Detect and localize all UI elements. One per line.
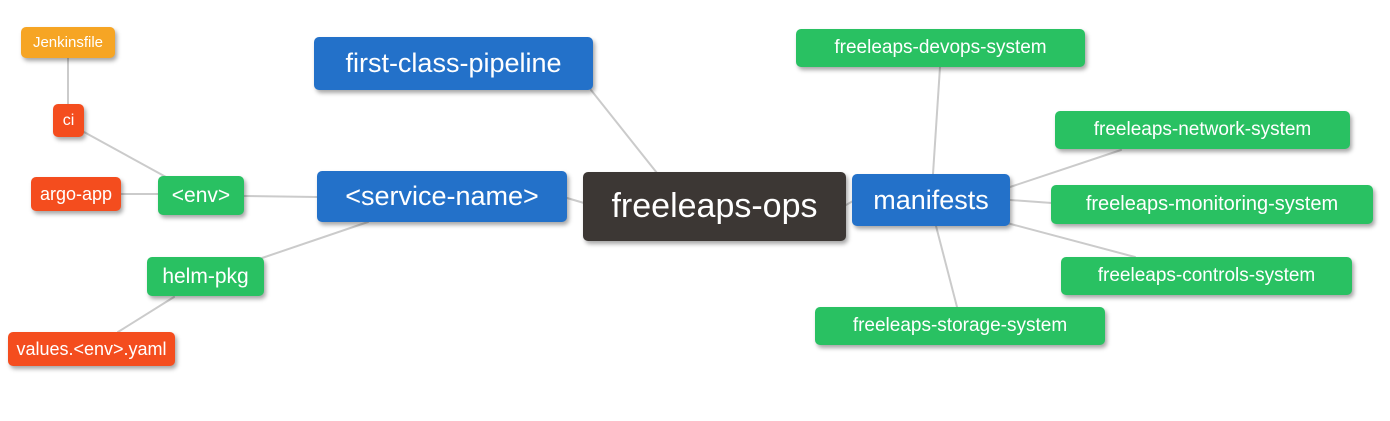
- edge-freeleaps-ops-manifests: [845, 200, 854, 206]
- node-manifests[interactable]: manifests: [852, 174, 1010, 226]
- node-freeleaps-network-system[interactable]: freeleaps-network-system: [1055, 111, 1350, 149]
- edge-manifests-controls: [1006, 222, 1136, 258]
- node-env[interactable]: <env>: [158, 176, 244, 215]
- node-argo-app[interactable]: argo-app: [31, 177, 121, 211]
- node-freeleaps-monitoring-system[interactable]: freeleaps-monitoring-system: [1051, 185, 1373, 224]
- edge-env-service-name: [243, 195, 318, 198]
- edge-manifests-monitoring: [1009, 199, 1053, 204]
- node-freeleaps-storage-system[interactable]: freeleaps-storage-system: [815, 307, 1105, 345]
- edge-ci-env: [83, 131, 167, 178]
- node-first-class-pipeline[interactable]: first-class-pipeline: [314, 37, 593, 90]
- node-service-name[interactable]: <service-name>: [317, 171, 567, 222]
- node-freeleaps-devops-system[interactable]: freeleaps-devops-system: [796, 29, 1085, 67]
- edge-service-freeleaps-ops: [566, 197, 585, 204]
- node-freeleaps-ops[interactable]: freeleaps-ops: [583, 172, 846, 241]
- edge-pipeline-freeleaps-ops: [590, 89, 658, 174]
- edge-manifests-devops: [932, 66, 941, 175]
- edge-helm-pkg-service-name: [261, 221, 369, 259]
- node-freeleaps-controls-system[interactable]: freeleaps-controls-system: [1061, 257, 1352, 295]
- node-helm-pkg[interactable]: helm-pkg: [147, 257, 264, 296]
- node-jenkinsfile[interactable]: Jenkinsfile: [21, 27, 115, 58]
- edge-values-helm-pkg: [117, 296, 175, 333]
- node-values-env-yaml[interactable]: values.<env>.yaml: [8, 332, 175, 366]
- edge-manifests-storage: [935, 225, 958, 308]
- edge-manifests-network: [1009, 149, 1122, 188]
- node-ci[interactable]: ci: [53, 104, 84, 137]
